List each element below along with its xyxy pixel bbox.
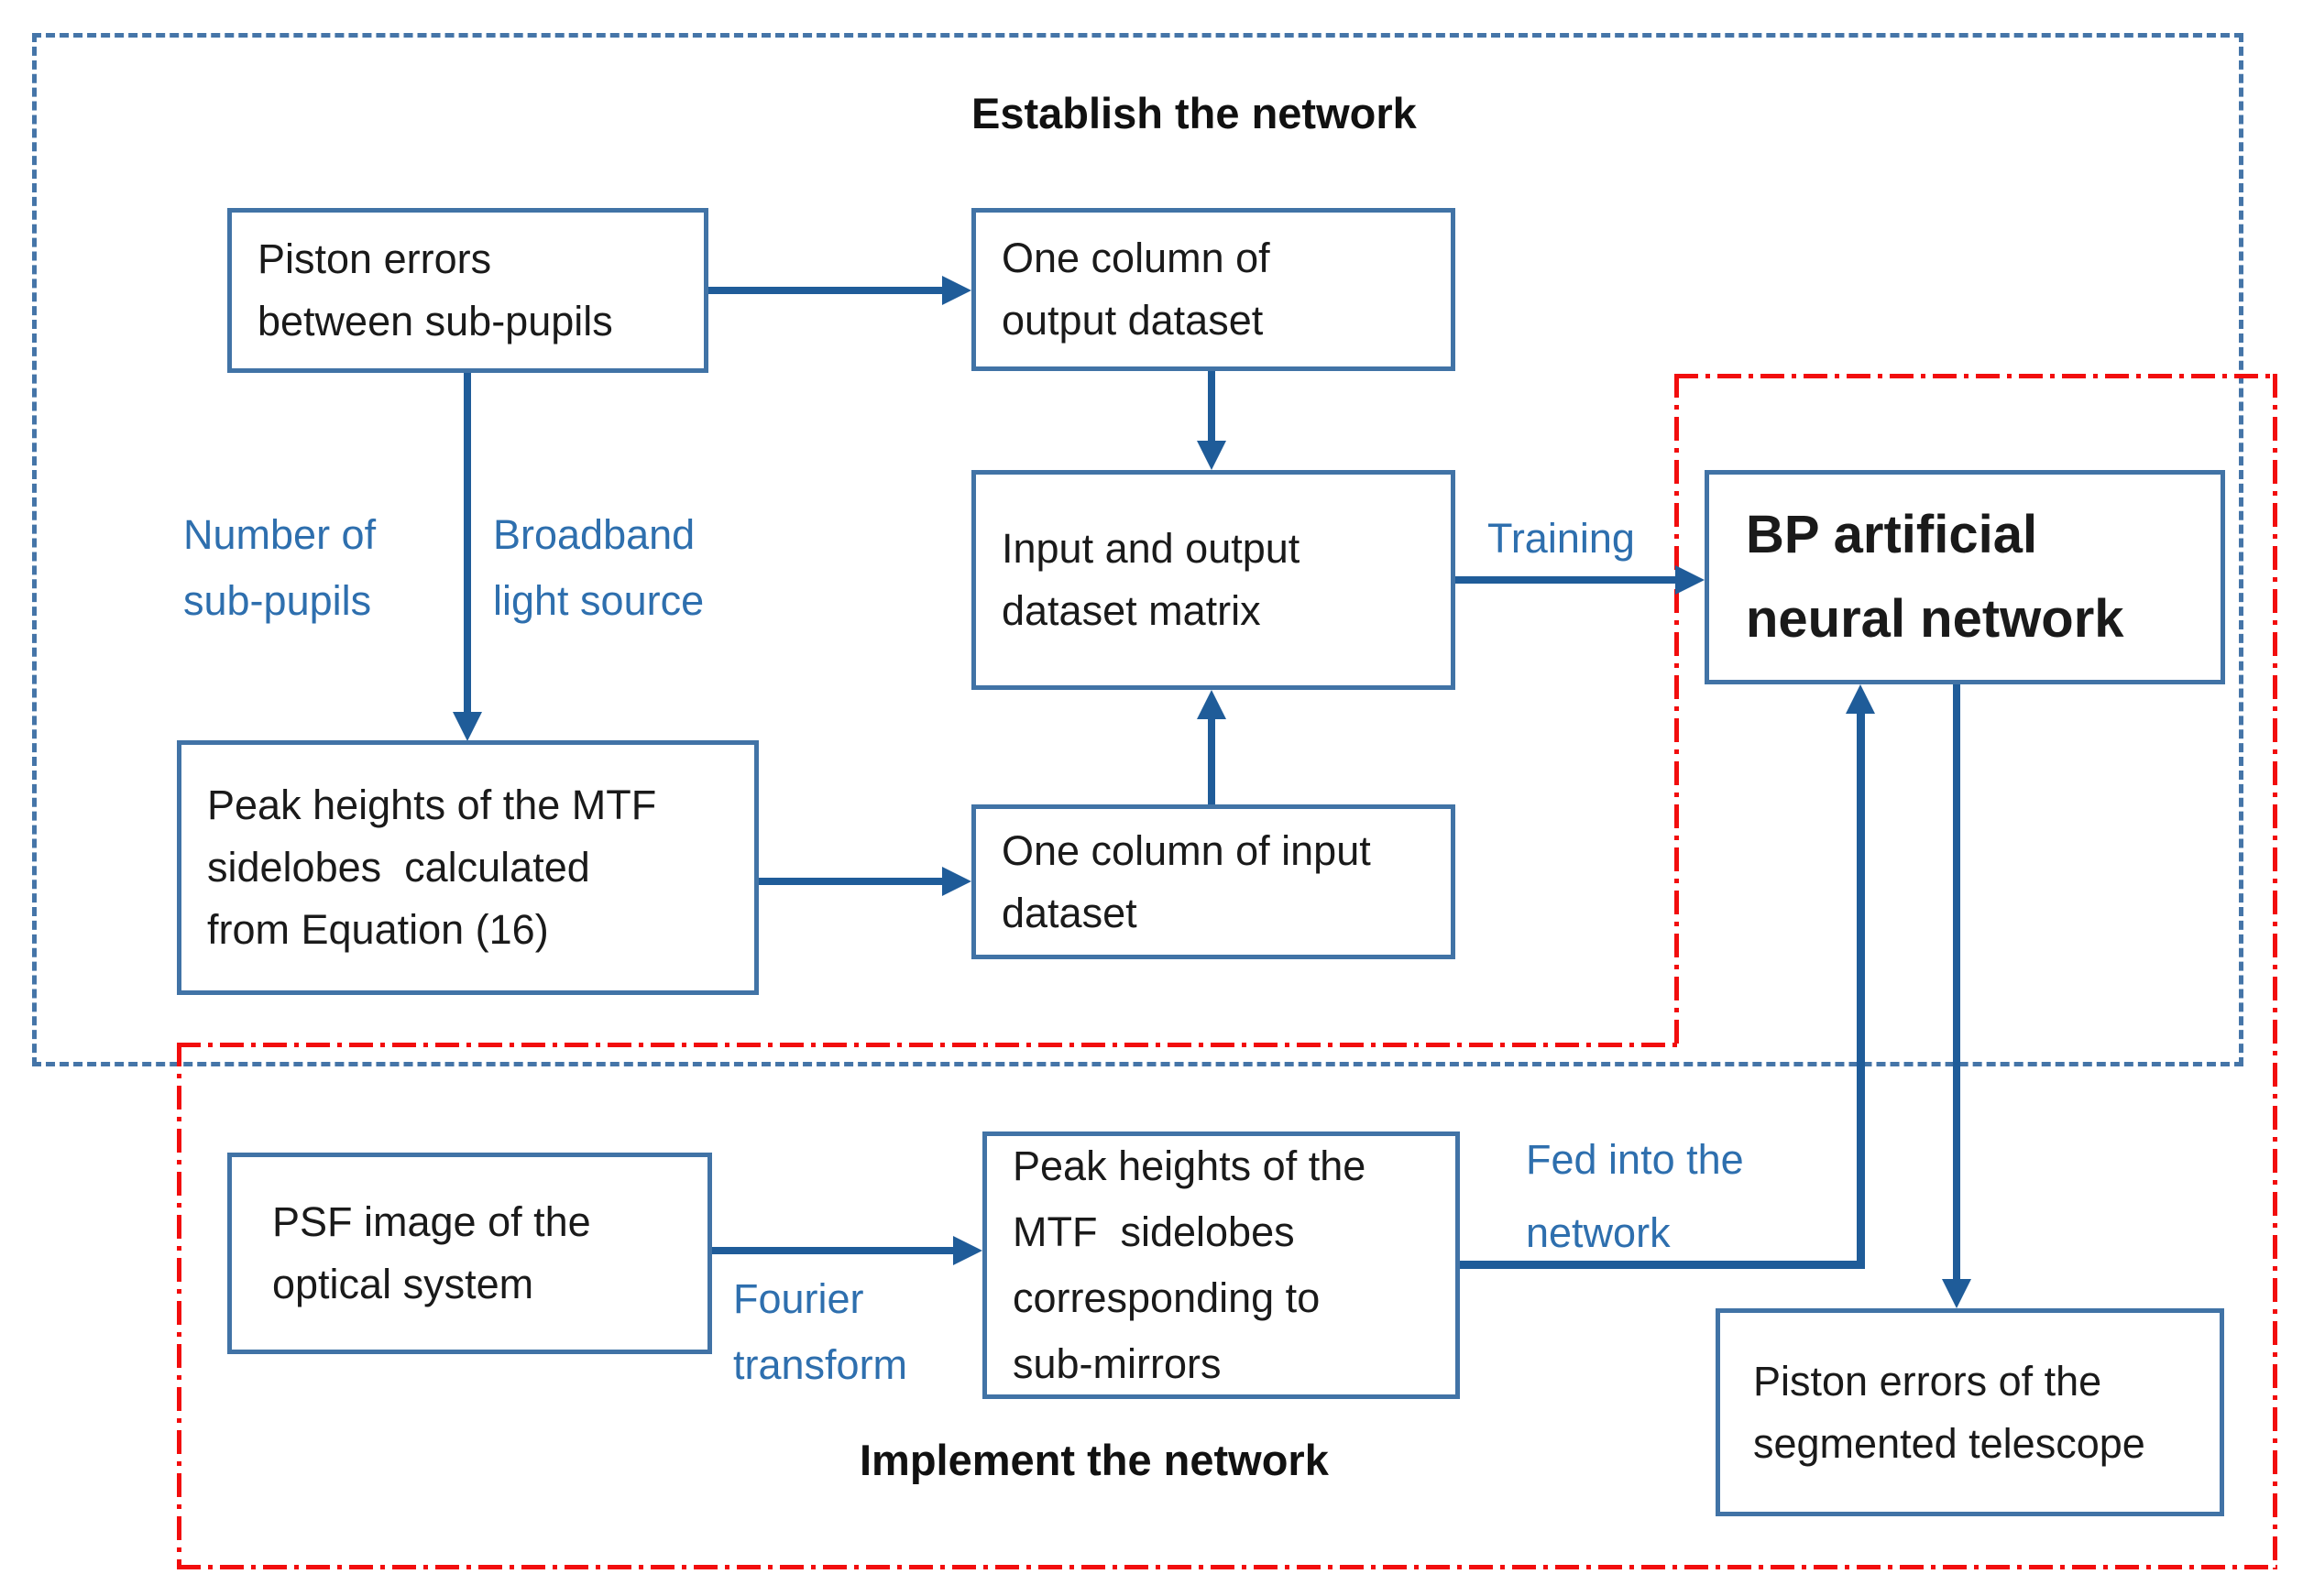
connector-psf-to-submirrors xyxy=(712,1247,955,1254)
connector-bp-to-telescope xyxy=(1953,684,1960,1281)
implement-network-title: Implement the network xyxy=(860,1436,1329,1484)
arrowhead-piston-to-output xyxy=(942,276,971,305)
connector-submirrors-horizontal xyxy=(1460,1261,1865,1269)
arrowhead-bp-to-telescope xyxy=(1942,1279,1971,1308)
node-piston-errors-sub-pupils: Piston errors between sub-pupils xyxy=(227,208,708,373)
node-piston-errors-segmented-telescope: Piston errors of the segmented telescope xyxy=(1716,1308,2224,1516)
arrowhead-output-to-matrix xyxy=(1197,441,1226,470)
connector-input-to-matrix xyxy=(1208,717,1215,804)
arrowhead-input-to-matrix xyxy=(1197,690,1226,719)
node-mtf-sidelobes-sub-mirrors: Peak heights of the MTF sidelobes corres… xyxy=(982,1131,1460,1399)
label-training: Training xyxy=(1487,515,1635,562)
label-broadband-light-source: Broadband light source xyxy=(493,511,705,624)
connector-piston-to-output xyxy=(708,287,944,294)
establish-network-title: Establish the network xyxy=(971,89,1417,137)
label-fourier-transform: Fourier transform xyxy=(733,1275,908,1388)
arrowhead-submirrors-to-bp xyxy=(1846,684,1875,714)
connector-submirrors-vertical xyxy=(1857,710,1865,1269)
connector-piston-to-mtf xyxy=(464,373,471,714)
node-one-column-input-dataset: One column of input dataset xyxy=(971,804,1455,959)
implement-frame-right-edge xyxy=(2273,374,2277,1569)
implement-frame-middle-horizontal-edge xyxy=(177,1043,1679,1047)
label-fed-into-the-network: Fed into the network xyxy=(1526,1136,1744,1256)
arrowhead-psf-to-submirrors xyxy=(953,1236,982,1265)
connector-output-to-matrix xyxy=(1208,371,1215,443)
node-one-column-output-dataset: One column of output dataset xyxy=(971,208,1455,371)
arrowhead-piston-to-mtf xyxy=(453,712,482,741)
connector-mtf-to-input xyxy=(759,878,944,885)
label-number-of-sub-pupils: Number of sub-pupils xyxy=(183,511,377,624)
node-bp-artificial-neural-network: BP artificial neural network xyxy=(1705,470,2225,684)
implement-frame-top-edge xyxy=(1674,374,2277,378)
arrowhead-matrix-to-bp xyxy=(1675,565,1705,595)
connector-matrix-to-bp xyxy=(1455,576,1677,584)
establish-network-dashed-frame xyxy=(32,33,2243,1066)
implement-frame-bottom-edge xyxy=(177,1565,2277,1569)
arrowhead-mtf-to-input xyxy=(942,867,971,896)
node-psf-image-optical-system: PSF image of the optical system xyxy=(227,1153,712,1354)
implement-frame-left-edge xyxy=(177,1043,181,1569)
node-mtf-sidelobes-equation16: Peak heights of the MTF sidelobes calcul… xyxy=(177,740,759,995)
node-input-output-dataset-matrix: Input and output dataset matrix xyxy=(971,470,1455,690)
implement-frame-middle-vertical-edge xyxy=(1674,374,1679,1047)
